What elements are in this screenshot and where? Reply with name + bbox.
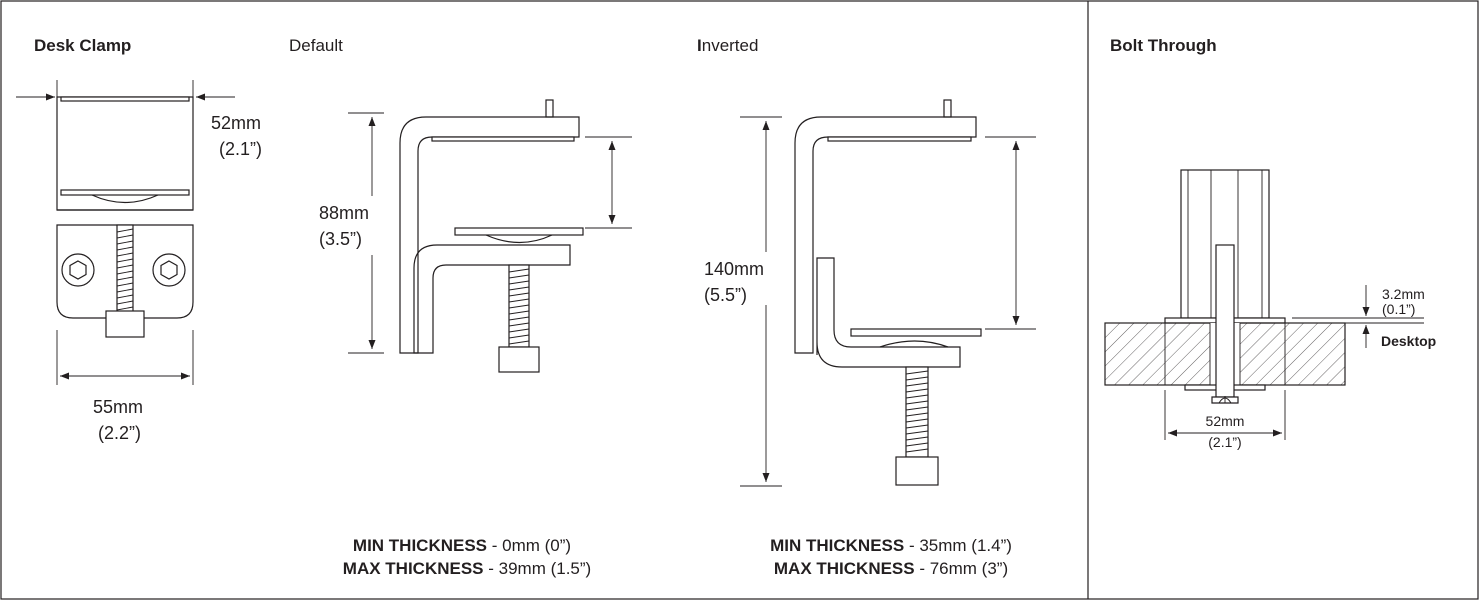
inverted-max-thickness: MAX THICKNESS - 76mm (3”)	[774, 559, 1008, 578]
default-clamp-side-view	[348, 99, 632, 373]
inverted-min-thickness-value: - 35mm (1.4”)	[904, 536, 1012, 555]
default-title: Default	[289, 36, 343, 55]
desk-clamp-bottom-width-mm: 55mm	[93, 397, 143, 417]
inverted-min-thickness-label: MIN THICKNESS	[770, 536, 904, 555]
desk-clamp-front-view	[16, 80, 235, 385]
inverted-min-thickness: MIN THICKNESS - 35mm (1.4”)	[770, 536, 1012, 555]
inverted-clamp-side-view	[740, 99, 1036, 487]
inverted-height-mm: 140mm	[704, 259, 764, 279]
default-max-thickness-value: - 39mm (1.5”)	[484, 559, 592, 578]
desk-clamp-bottom-width-in: (2.2”)	[98, 423, 141, 443]
bolt-width-mm: 52mm	[1206, 413, 1245, 429]
inverted-height-in: (5.5”)	[704, 285, 747, 305]
bolt-through-title: Bolt Through	[1110, 36, 1217, 55]
inverted-title: Inverted	[697, 36, 758, 55]
desk-clamp-top-width-mm: 52mm	[211, 113, 261, 133]
inverted-title-rest: nverted	[702, 36, 759, 55]
default-max-thickness-label: MAX THICKNESS	[343, 559, 484, 578]
inverted-title-initial: I	[697, 36, 702, 55]
default-height-in: (3.5”)	[319, 229, 362, 249]
bolt-gap-mm: 3.2mm	[1382, 286, 1425, 302]
default-min-thickness: MIN THICKNESS - 0mm (0”)	[353, 536, 571, 555]
desk-clamp-top-width-in: (2.1”)	[219, 139, 262, 159]
default-max-thickness: MAX THICKNESS - 39mm (1.5”)	[343, 559, 591, 578]
desktop-label: Desktop	[1381, 333, 1436, 349]
default-min-thickness-value: - 0mm (0”)	[487, 536, 571, 555]
bolt-gap-in: (0.1”)	[1382, 301, 1415, 317]
desk-clamp-title: Desk Clamp	[34, 36, 131, 55]
bolt-width-in: (2.1”)	[1208, 434, 1241, 450]
default-min-thickness-label: MIN THICKNESS	[353, 536, 487, 555]
default-height-mm: 88mm	[319, 203, 369, 223]
inverted-max-thickness-value: - 76mm (3”)	[915, 559, 1009, 578]
inverted-max-thickness-label: MAX THICKNESS	[774, 559, 915, 578]
bolt-through-section-view	[1104, 169, 1424, 440]
